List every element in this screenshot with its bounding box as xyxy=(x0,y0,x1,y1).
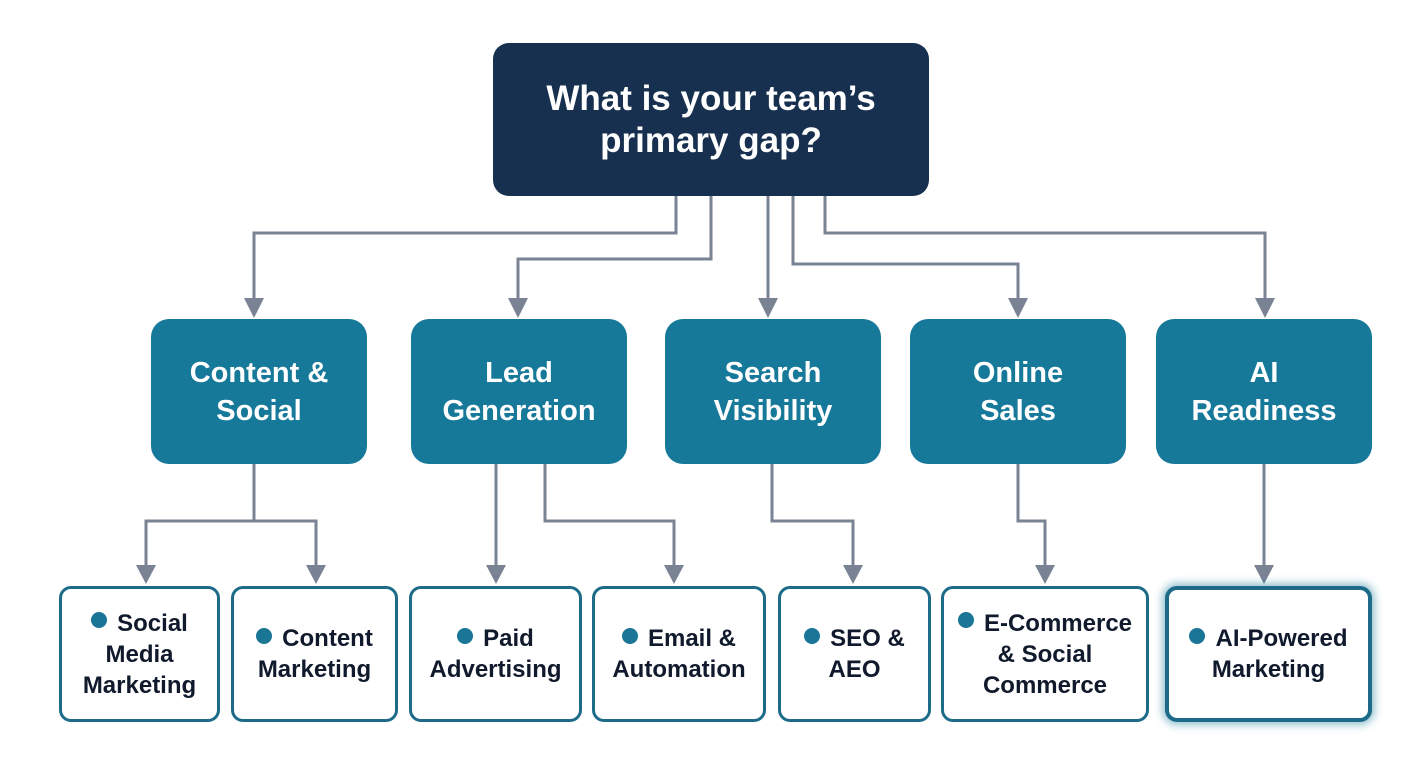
arrow-down-icon xyxy=(1008,298,1028,318)
arrow-down-icon xyxy=(664,565,684,584)
leaf-label: Paid Advertising xyxy=(429,625,562,683)
category-label: Lead Generation xyxy=(442,356,596,427)
leaf-label: Content Marketing xyxy=(256,625,373,683)
bullet-dot-icon xyxy=(957,612,974,629)
bullet-dot-icon xyxy=(91,612,108,629)
leaf-label: AI-Powered Marketing xyxy=(1189,623,1348,685)
arrow-down-icon xyxy=(1254,565,1274,584)
category-label: AI Readiness xyxy=(1191,356,1337,427)
leaf-social-media-marketing[interactable]: Social Media Marketing xyxy=(59,586,220,722)
arrow-down-icon xyxy=(843,565,863,584)
category-search-visibility[interactable]: Search Visibility xyxy=(665,319,881,464)
leaf-ai-powered-marketing[interactable]: AI-Powered Marketing xyxy=(1165,586,1372,722)
leaf-paid-advertising[interactable]: Paid Advertising xyxy=(409,586,582,722)
category-label: Online Sales xyxy=(972,356,1064,427)
leaf-label: SEO & AEO xyxy=(804,623,905,685)
connector-online-sales-to-ecommerce xyxy=(1016,464,1047,567)
arrow-down-icon xyxy=(306,565,326,584)
bullet-dot-icon xyxy=(804,627,821,644)
connector-lead-generation-to-email xyxy=(543,464,676,567)
bullet-dot-icon xyxy=(1189,627,1206,644)
leaf-label: Email & Automation xyxy=(612,625,746,683)
connector-search-visibility-to-seo xyxy=(770,464,855,567)
arrow-down-icon xyxy=(758,298,778,318)
leaf-label: E-Commerce & Social Commerce xyxy=(957,608,1132,701)
connector-root-to-lead-generation xyxy=(516,196,713,300)
bullet-dot-icon xyxy=(256,627,273,644)
category-lead-generation[interactable]: Lead Generation xyxy=(411,319,627,464)
bullet-dot-icon xyxy=(621,627,638,644)
connector-root-to-ai-readiness xyxy=(823,196,1267,300)
category-online-sales[interactable]: Online Sales xyxy=(910,319,1126,464)
arrow-down-icon xyxy=(1255,298,1275,318)
leaf-label: Social Media Marketing xyxy=(82,609,197,699)
leaf-content-marketing[interactable]: Content Marketing xyxy=(231,586,398,722)
connector-content-social-to-content-marketing xyxy=(252,464,318,567)
leaf-ecommerce-social-commerce[interactable]: E-Commerce & Social Commerce xyxy=(941,586,1149,722)
category-ai-readiness[interactable]: AI Readiness xyxy=(1156,319,1372,464)
category-label: Content & Social xyxy=(189,356,329,427)
arrow-down-icon xyxy=(244,298,264,318)
arrow-down-icon xyxy=(1035,565,1055,584)
category-label: Search Visibility xyxy=(713,356,833,427)
arrow-down-icon xyxy=(136,565,156,584)
connector-root-to-content-social xyxy=(252,196,678,300)
arrow-down-icon xyxy=(508,298,528,318)
connector-root-to-online-sales xyxy=(791,196,1020,300)
category-content-social[interactable]: Content & Social xyxy=(151,319,367,464)
connector-content-social-to-social-media xyxy=(144,464,256,567)
arrow-down-icon xyxy=(486,565,506,584)
bullet-dot-icon xyxy=(457,627,474,644)
leaf-seo-aeo[interactable]: SEO & AEO xyxy=(778,586,931,722)
leaf-email-automation[interactable]: Email & Automation xyxy=(592,586,766,722)
root-question-node[interactable]: What is your team’s primary gap? xyxy=(493,43,929,196)
root-question-text: What is your team’s primary gap? xyxy=(546,78,876,160)
